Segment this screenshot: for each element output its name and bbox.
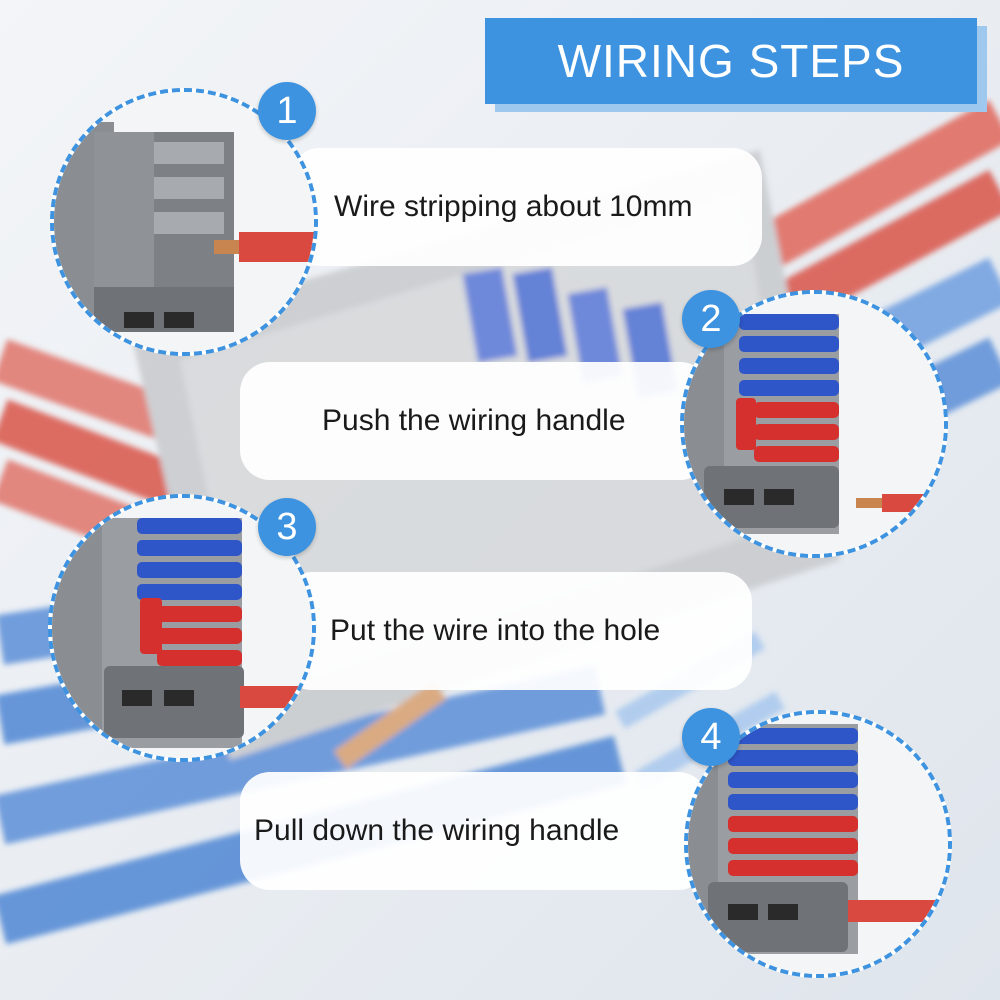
step-2-label-pill: Push the wiring handle bbox=[240, 362, 710, 480]
step-1-label-pill: Wire stripping about 10mm bbox=[290, 148, 762, 266]
step-1-number-badge: 1 bbox=[258, 82, 316, 140]
step-3-number-badge: 3 bbox=[258, 498, 316, 556]
title-banner: WIRING STEPS bbox=[485, 18, 977, 104]
page-title: WIRING STEPS bbox=[557, 35, 905, 87]
connector-lever-up-icon bbox=[684, 294, 944, 554]
step-4-zoom-circle bbox=[684, 710, 952, 978]
step-2-label: Push the wiring handle bbox=[322, 404, 626, 437]
step-2-number-badge: 2 bbox=[682, 290, 740, 348]
step-4-label-pill: Pull down the wiring handle bbox=[240, 772, 708, 890]
step-4-number-badge: 4 bbox=[682, 708, 740, 766]
connector-lever-down-icon bbox=[688, 714, 948, 974]
step-3-label-pill: Put the wire into the hole bbox=[282, 572, 752, 690]
step-3-label: Put the wire into the hole bbox=[330, 614, 661, 647]
step-2-zoom-circle bbox=[680, 290, 948, 558]
step-1-label: Wire stripping about 10mm bbox=[334, 190, 693, 223]
step-4-label: Pull down the wiring handle bbox=[254, 814, 620, 847]
